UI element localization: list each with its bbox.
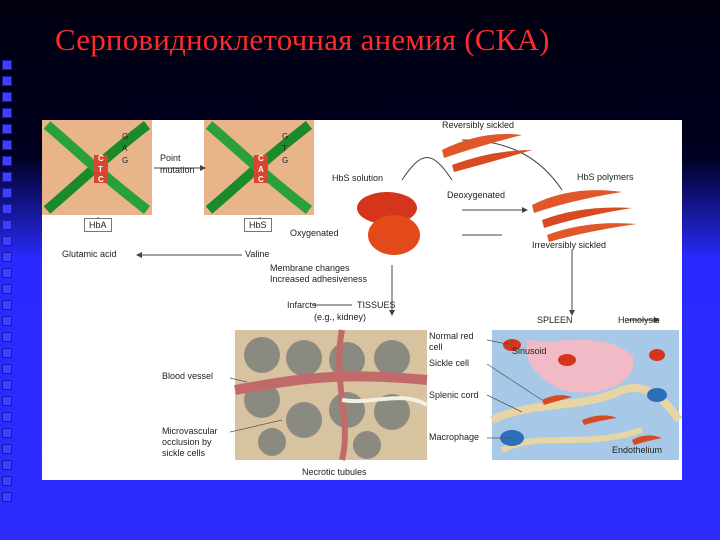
dna-right-base-1: C [258, 154, 264, 163]
dna-left-base-1: C [98, 154, 104, 163]
microvascular-occlusion-label: Microvascular occlusion by sickle cells [162, 426, 218, 458]
reversibly-sickled-label: Reversibly sickled [442, 120, 515, 130]
splenic-cord-label: Splenic cord [429, 390, 479, 400]
dna-left-comp-3: G [122, 156, 129, 165]
dna-left-comp-2: A [122, 144, 128, 153]
tissues-example-label: (e.g., kidney) [314, 312, 367, 322]
figure-graphics [42, 120, 682, 461]
leader-lines [229, 339, 543, 439]
dna-right-base-2: A [258, 165, 264, 174]
membrane-changes-label: Membrane changes Increased adhesiveness [270, 263, 368, 284]
dna-left-panel [42, 120, 152, 215]
dna-left-base-3: C [98, 175, 104, 184]
hbs-gene-box: HbS [244, 218, 272, 232]
spleen-label: SPLEEN [537, 315, 573, 325]
necrotic-tubules-label: Necrotic tubules [302, 467, 367, 477]
tissues-label: TISSUES [357, 300, 396, 310]
irreversibly-sickled-label: Irreversibly sickled [532, 240, 607, 250]
sickle-cells [442, 134, 637, 242]
slide-title: Серповидноклеточная анемия (СКА) [55, 22, 550, 57]
spleen-tissue-panel [490, 330, 682, 460]
infarcts-label: Infarcts [287, 300, 317, 310]
blood-vessel-label: Blood vessel [162, 371, 214, 381]
dna-right-comp-3: G [282, 156, 289, 165]
deoxygenated-label: Deoxygenated [447, 190, 506, 200]
dna-right-comp-2: T [282, 144, 287, 153]
dna-right-comp-1: G [282, 132, 289, 141]
hbs-solution-label: HbS solution [332, 173, 384, 183]
hba-gene-box: HbA [84, 218, 112, 232]
point-mutation-label: Point mutation [160, 153, 195, 175]
kidney-tissue-panel [234, 329, 429, 461]
glutamic-acid-label: Glutamic acid [62, 249, 117, 259]
dna-right-base-3: C [258, 175, 264, 184]
hbs-polymers-label: HbS polymers [577, 172, 634, 182]
endothelium-label: Endothelium [612, 445, 663, 455]
sickle-cell-label: Sickle cell [429, 358, 470, 368]
red-cell-oxygenated [368, 215, 420, 255]
dna-right-panel [204, 120, 314, 215]
macrophage-label: Macrophage [429, 432, 480, 442]
normal-red-cell-label: Normal red cell [429, 331, 474, 352]
dna-left-comp-1: G [122, 132, 129, 141]
oxygenated-label: Oxygenated [290, 228, 339, 238]
dna-left-base-2: T [98, 165, 103, 174]
arrow-heads [136, 165, 660, 323]
decorative-square-column [2, 60, 22, 502]
pathogenesis-figure: C T C G A G C A C G T G HbA HbS Glutamic… [42, 120, 682, 480]
sinusoid-label: Sinusoid [512, 346, 547, 356]
hemolysis-label: Hemolysis [618, 315, 660, 325]
valine-label: Valine [245, 249, 270, 259]
